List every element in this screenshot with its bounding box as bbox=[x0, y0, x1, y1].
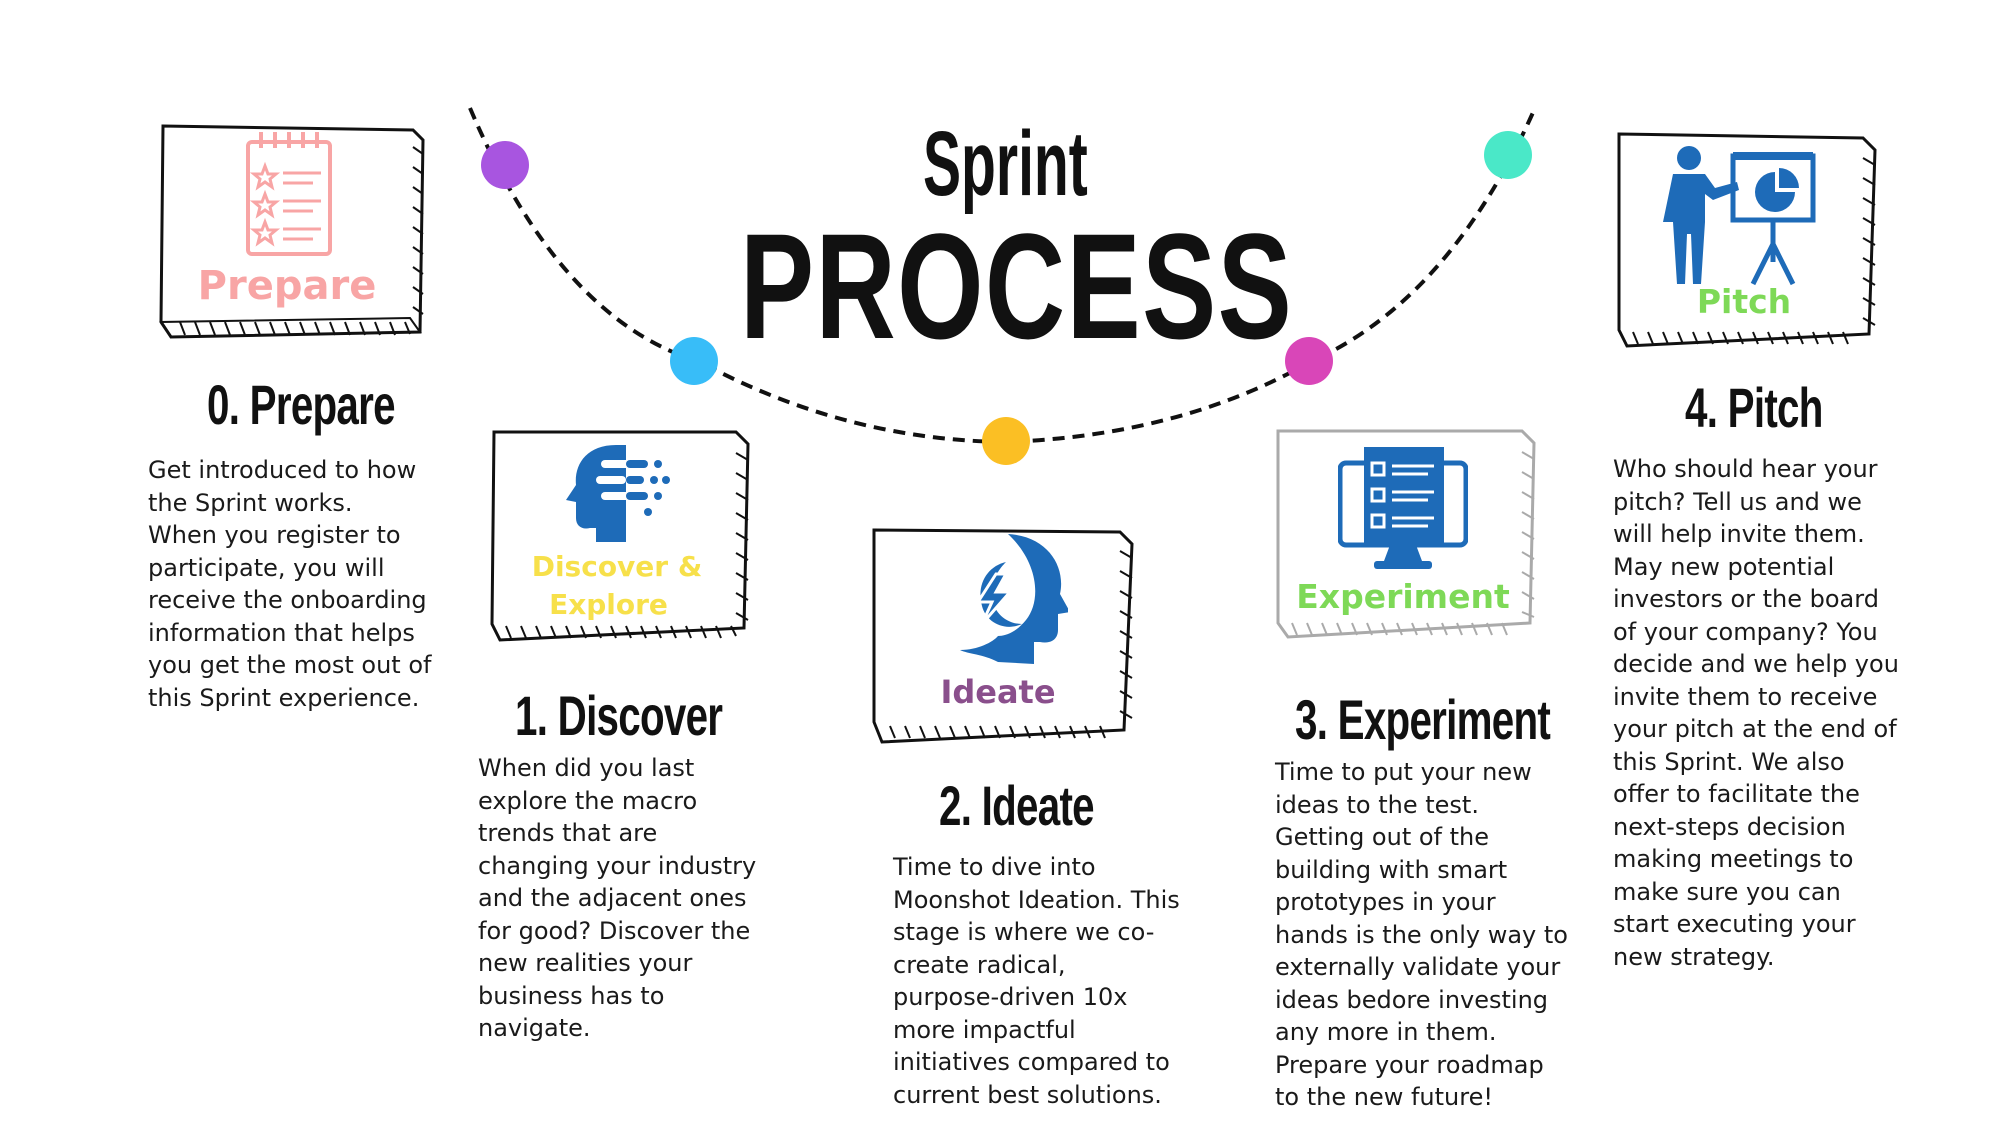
card-label-line1: Discover & bbox=[531, 550, 703, 583]
arc-dot-magenta bbox=[1285, 337, 1333, 385]
stage-card-discover: Discover & Explore bbox=[486, 428, 761, 653]
monitor-checklist-icon bbox=[1338, 447, 1468, 569]
stage-title-discover: 1. Discover bbox=[515, 684, 723, 747]
stage-title-pitch: 4. Pitch bbox=[1685, 376, 1823, 439]
card-frame bbox=[159, 124, 425, 339]
title-sprint: Sprint bbox=[923, 113, 1088, 215]
stage-description-ideate: Time to dive into Moonshot Ideation. Thi… bbox=[893, 853, 1180, 1109]
card-label: Experiment bbox=[1296, 577, 1510, 616]
stage-card-ideate: Ideate bbox=[870, 526, 1145, 751]
arc-dot-teal bbox=[1484, 131, 1532, 179]
lightning-head-icon bbox=[960, 534, 1068, 664]
stage-description-prepare: Get introduced to how the Sprint works. … bbox=[148, 456, 432, 712]
stage-description-experiment: Time to put your new ideas to the test. … bbox=[1275, 758, 1568, 1111]
card-label: Pitch bbox=[1696, 282, 1792, 321]
stage-title-prepare: 0. Prepare bbox=[207, 373, 396, 436]
arc-dot-blue bbox=[670, 337, 718, 385]
card-label-line2: Explore bbox=[549, 588, 668, 621]
stage-title-experiment: 3. Experiment bbox=[1295, 688, 1551, 751]
presenter-icon bbox=[1663, 146, 1816, 286]
head-data-icon bbox=[566, 445, 670, 542]
title-process: PROCESS bbox=[740, 202, 1294, 370]
stage-card-experiment: Experiment bbox=[1272, 427, 1547, 652]
arc-dot-purple bbox=[481, 141, 529, 189]
stage-card-prepare: Prepare bbox=[155, 122, 430, 347]
card-label: Prepare bbox=[197, 263, 377, 309]
stage-card-pitch: Pitch bbox=[1613, 130, 1888, 355]
card-label: Ideate bbox=[940, 673, 1056, 711]
stage-title-ideate: 2. Ideate bbox=[939, 774, 1095, 837]
stage-description-pitch: Who should hear your pitch? Tell us and … bbox=[1613, 455, 1899, 971]
arc-dot-yellow bbox=[982, 417, 1030, 465]
stage-description-discover: When did you last explore the macro tren… bbox=[478, 754, 757, 1042]
checklist-icon bbox=[246, 132, 332, 256]
